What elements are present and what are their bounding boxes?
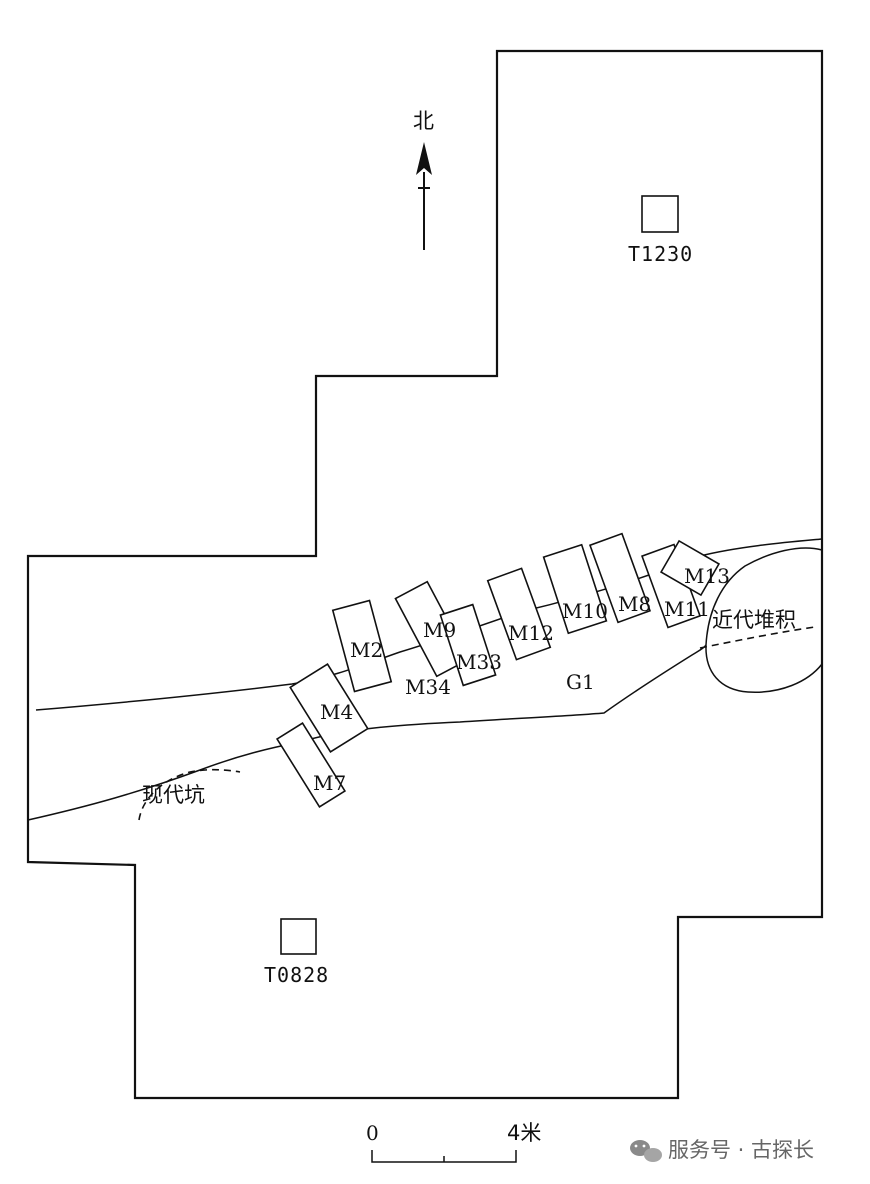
grave-m4 [289,663,369,753]
ditch-label-g1: G1 [566,670,595,694]
modern-pit-boundary [138,768,241,821]
grave-label-m7: M7 [313,771,346,795]
trench-label-t0828: T0828 [264,963,329,987]
grave-m7 [275,722,347,808]
trench-marker-t1230 [641,195,679,233]
grave-label-m8: M8 [618,592,651,616]
watermark-text: 服务号 · 古探长 [668,1138,814,1162]
wechat-icon [630,1140,662,1162]
grave-m10 [542,543,608,635]
modern-deposit-label: 近代堆积 [712,608,796,632]
north-label: 北 [413,109,434,133]
grave-m12 [486,567,552,661]
grave-m2 [331,599,393,693]
modern-deposit-boundary [699,626,816,649]
grave-label-m33: M33 [456,650,502,674]
grave-label-m13: M13 [684,564,730,588]
scale-bar-start: 0 [366,1121,379,1145]
scale-bar: 0 4米 [366,1121,541,1163]
trench-label-t1230: T1230 [628,242,693,266]
grave-m8 [588,532,652,624]
grave-label-m10: M10 [562,599,608,623]
watermark: 服务号 · 古探长 [630,1138,814,1162]
grave-m13 [659,539,721,597]
trench-marker-t0828 [280,918,317,955]
grave-label-m12: M12 [508,621,554,645]
grave-label-m9: M9 [423,618,456,642]
grave-m33 [439,603,497,687]
modern-pit-label: 现代坑 [142,783,205,807]
grave-label-m11: M11 [664,597,710,621]
north-arrow: 北 [413,109,434,250]
scale-bar-end: 4米 [507,1121,541,1145]
grave-label-m2: M2 [350,638,383,662]
modern-deposit-outline [705,547,823,693]
grave-label-m34: M34 [405,675,451,699]
grave-label-m4: M4 [320,700,353,724]
excavation-boundary [26,49,824,1100]
ditch-g1-south-edge [27,644,707,821]
